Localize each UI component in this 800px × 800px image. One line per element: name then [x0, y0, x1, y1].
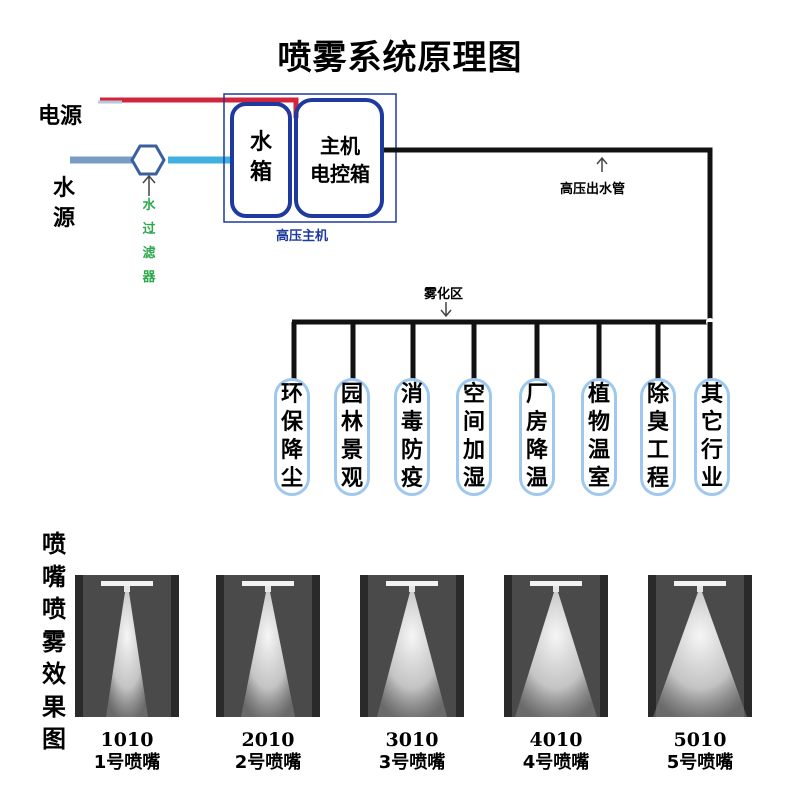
nozzle-code: 5010: [673, 729, 727, 751]
nozzle-code: 3010: [385, 729, 439, 751]
power-source-label: 电源: [38, 104, 83, 129]
controller-box: [294, 98, 384, 218]
application-box: 厂房降温: [519, 378, 555, 496]
nozzle-code: 2010: [241, 729, 295, 751]
application-box: 除臭工程: [640, 378, 676, 496]
application-box: 植物温室: [581, 378, 617, 496]
controller-label: 主机电控箱: [310, 134, 370, 186]
zone-label-arrow: [440, 302, 452, 318]
nozzle-name: 4号喷嘴: [522, 752, 590, 773]
water-filter-icon: [130, 144, 166, 176]
high-pressure-host-frame: [223, 93, 397, 223]
nozzle-name: 5号喷嘴: [666, 752, 734, 773]
host-label: 高压主机: [276, 229, 329, 244]
pipe-label-arrow: [596, 156, 608, 172]
nozzle-name: 1号喷嘴: [93, 752, 161, 773]
nozzle-name: 2号喷嘴: [234, 752, 302, 773]
system-diagram: [70, 93, 714, 380]
nozzle-code: 4010: [529, 729, 583, 751]
application-box: 空间加湿: [456, 378, 492, 496]
zone-label: 雾化区: [424, 287, 464, 302]
application-box: 其它行业: [694, 378, 730, 496]
nozzle-spray-photo: [648, 575, 752, 717]
nozzle-spray-photo: [75, 575, 179, 717]
nozzle-name: 3号喷嘴: [378, 752, 446, 773]
nozzle-spray-photo: [360, 575, 464, 717]
nozzle-section-title: 喷嘴 喷雾 效果 图: [42, 530, 66, 753]
high-pressure-pipe: [292, 147, 713, 325]
branch-pipes: [291, 322, 713, 380]
nozzle-spray-photo: [216, 575, 320, 717]
water-source-label: 水源: [52, 176, 75, 231]
water-tank-label: 水箱: [249, 130, 272, 185]
filter-arrow: [142, 174, 156, 196]
application-box: 环保降尘: [274, 378, 310, 496]
water-tank-box: [230, 102, 292, 218]
application-box: 消毒防疫: [394, 378, 430, 496]
application-box: 园林景观: [334, 378, 370, 496]
nozzle-code: 1010: [100, 729, 154, 751]
pipe-label: 高压出水管: [560, 182, 626, 197]
page-title: 喷雾系统原理图: [277, 38, 523, 78]
water-filter-label: 水过 滤器: [142, 198, 156, 285]
nozzle-spray-photo: [504, 575, 608, 717]
